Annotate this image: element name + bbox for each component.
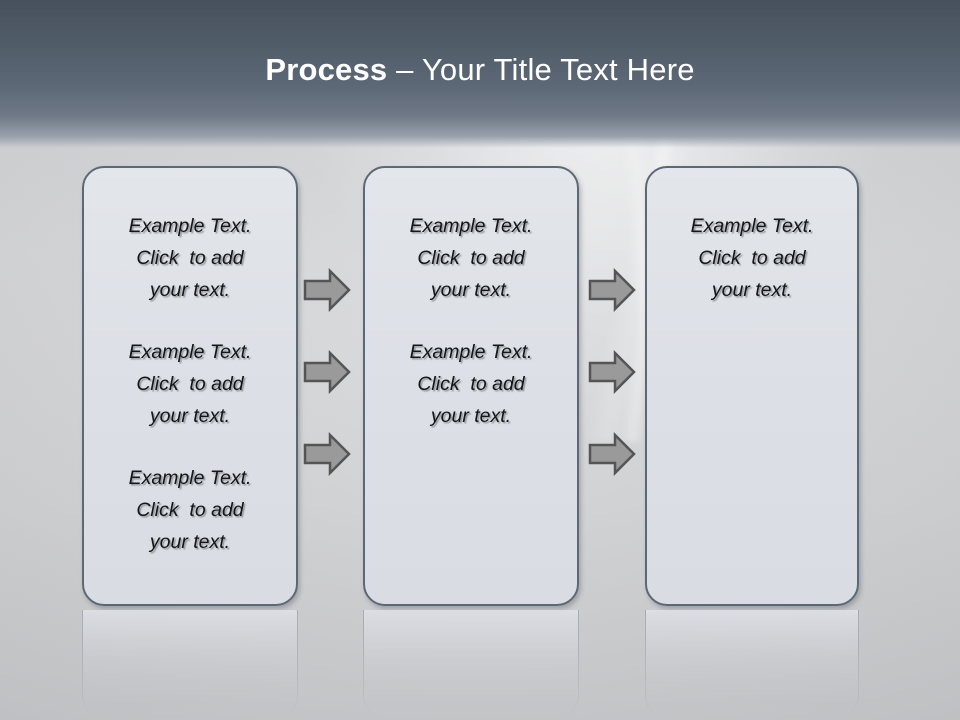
page-title: Process – Your Title Text Here <box>0 52 960 88</box>
text-block[interactable]: Example Text. Click to add your text. <box>690 215 814 301</box>
process-box-2[interactable]: Example Text. Click to add your text. Ex… <box>363 166 579 606</box>
process-box-3[interactable]: Example Text. Click to add your text. <box>645 166 859 606</box>
process-box-1-reflection <box>82 610 298 718</box>
arrow-right-icon[interactable] <box>588 350 636 394</box>
arrow-right-icon[interactable] <box>303 268 351 312</box>
text-block[interactable]: Example Text. Click to add your text. <box>128 341 252 427</box>
text-block[interactable]: Example Text. Click to add your text. <box>409 341 533 427</box>
page-title-bold: Process <box>265 52 388 87</box>
arrow-right-icon[interactable] <box>303 350 351 394</box>
page-title-rest: – Your Title Text Here <box>387 52 695 87</box>
title-banner <box>0 0 960 148</box>
process-box-1-content: Example Text. Click to add your text. Ex… <box>84 210 296 558</box>
arrow-right-icon[interactable] <box>588 432 636 476</box>
process-box-2-reflection <box>363 610 579 718</box>
arrow-right-icon[interactable] <box>303 432 351 476</box>
process-box-2-content: Example Text. Click to add your text. Ex… <box>365 210 577 432</box>
text-block[interactable]: Example Text. Click to add your text. <box>409 215 533 301</box>
arrow-right-icon[interactable] <box>588 268 636 312</box>
process-box-1[interactable]: Example Text. Click to add your text. Ex… <box>82 166 298 606</box>
text-block[interactable]: Example Text. Click to add your text. <box>128 467 252 553</box>
process-box-3-reflection <box>645 610 859 718</box>
process-box-3-content: Example Text. Click to add your text. <box>647 210 857 306</box>
text-block[interactable]: Example Text. Click to add your text. <box>128 215 252 301</box>
